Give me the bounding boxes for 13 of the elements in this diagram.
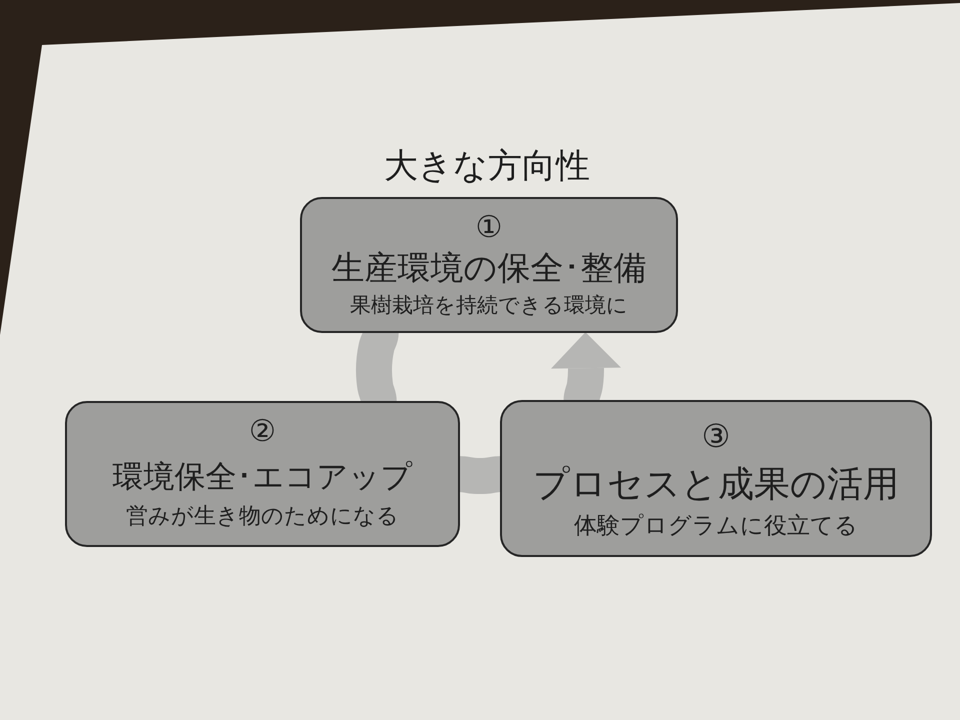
diagram-title: 大きな方向性 [384,146,590,187]
circled-number: ① [476,210,502,246]
box-heading: プロセスと成果の活用 [533,462,899,506]
circled-number: ② [249,414,276,450]
box-subtext: 営みが生き物のためになる [126,504,399,531]
box-subtext: 果樹栽培を持続できる環境に [350,292,628,318]
circled-number: ③ [702,417,730,456]
box-heading: 環境保全･エコアップ [112,458,412,496]
rounded-box [65,401,460,547]
box-subtext: 体験プログラムに役立てる [574,512,858,540]
box-heading: 生産環境の保全･整備 [332,248,646,288]
rounded-box [300,197,678,333]
rounded-box [500,400,932,557]
